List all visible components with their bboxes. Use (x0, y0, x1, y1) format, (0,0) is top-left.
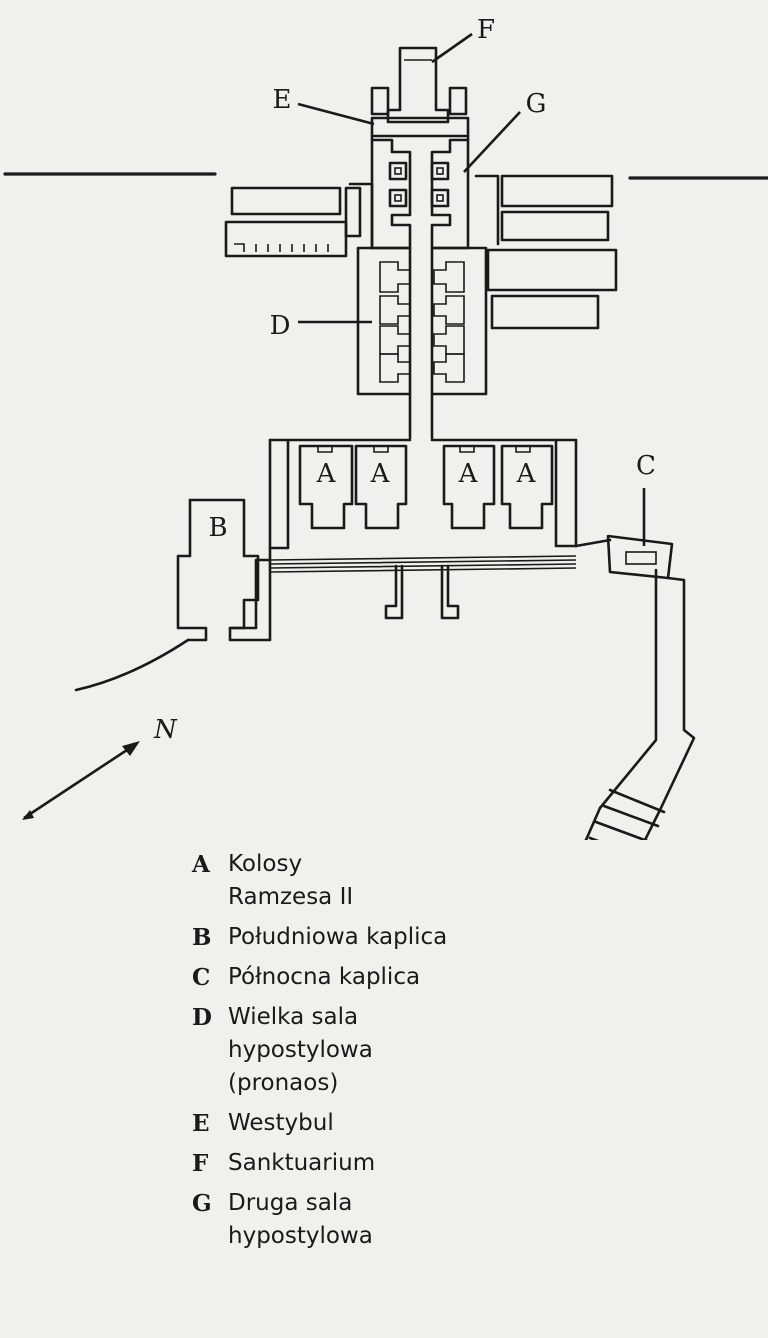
north-arrow (22, 741, 140, 820)
legend: A Kolosy Ramzesa II B Południowa kaplica… (192, 848, 528, 1260)
legend-item-b: B Południowa kaplica (192, 921, 528, 954)
north-chapel (584, 534, 696, 840)
legend-text: Kolosy Ramzesa II (228, 851, 354, 910)
sanctuary (370, 46, 468, 124)
legend-item-f: F Sanktuarium (192, 1147, 528, 1180)
forecourt (228, 538, 612, 642)
legend-item-d: D Wielka sala hypostylowa (pronaos) (192, 1001, 528, 1100)
vestibule-and-second-hall (370, 116, 470, 250)
side-rooms-left (224, 182, 374, 258)
label-a-3: A (458, 459, 479, 489)
label-a-2: A (370, 459, 391, 489)
side-rooms-right (474, 174, 618, 330)
legend-item-c: C Północna kaplica (192, 961, 528, 994)
leader-g (463, 111, 521, 173)
legend-key: C (192, 964, 211, 991)
legend-text: Północna kaplica (228, 964, 421, 990)
label-f: F (477, 15, 495, 45)
leader-e (297, 102, 375, 126)
legend-item-a: A Kolosy Ramzesa II (192, 848, 528, 914)
legend-key: F (192, 1150, 209, 1177)
legend-text: Południowa kaplica (228, 924, 448, 950)
label-g: G (526, 89, 547, 119)
legend-text: Druga sala hypostylowa (228, 1190, 373, 1249)
legend-key: E (192, 1110, 210, 1137)
label-a-4: A (516, 459, 537, 489)
label-d: D (270, 311, 291, 341)
legend-text: Sanktuarium (228, 1150, 376, 1176)
legend-key: G (192, 1190, 212, 1217)
label-c: C (636, 451, 656, 481)
south-chapel (74, 498, 260, 692)
facade-colossi (268, 438, 578, 550)
label-e: E (273, 85, 292, 115)
great-hypostyle-hall (356, 246, 488, 440)
temple-plan: N F E G D A A A A B C (3, 15, 768, 840)
legend-item-e: E Westybul (192, 1107, 528, 1140)
label-a-1: A (316, 459, 337, 489)
label-b: B (208, 513, 227, 543)
legend-key: D (192, 1004, 212, 1031)
north-arrow-label: N (153, 715, 178, 745)
legend-text: Westybul (228, 1110, 334, 1136)
legend-key: B (192, 924, 212, 951)
legend-item-g: G Druga sala hypostylowa (192, 1187, 528, 1253)
leader-f (431, 32, 473, 64)
legend-text: Wielka sala hypostylowa (pronaos) (228, 1004, 373, 1096)
legend-key: A (192, 851, 210, 878)
